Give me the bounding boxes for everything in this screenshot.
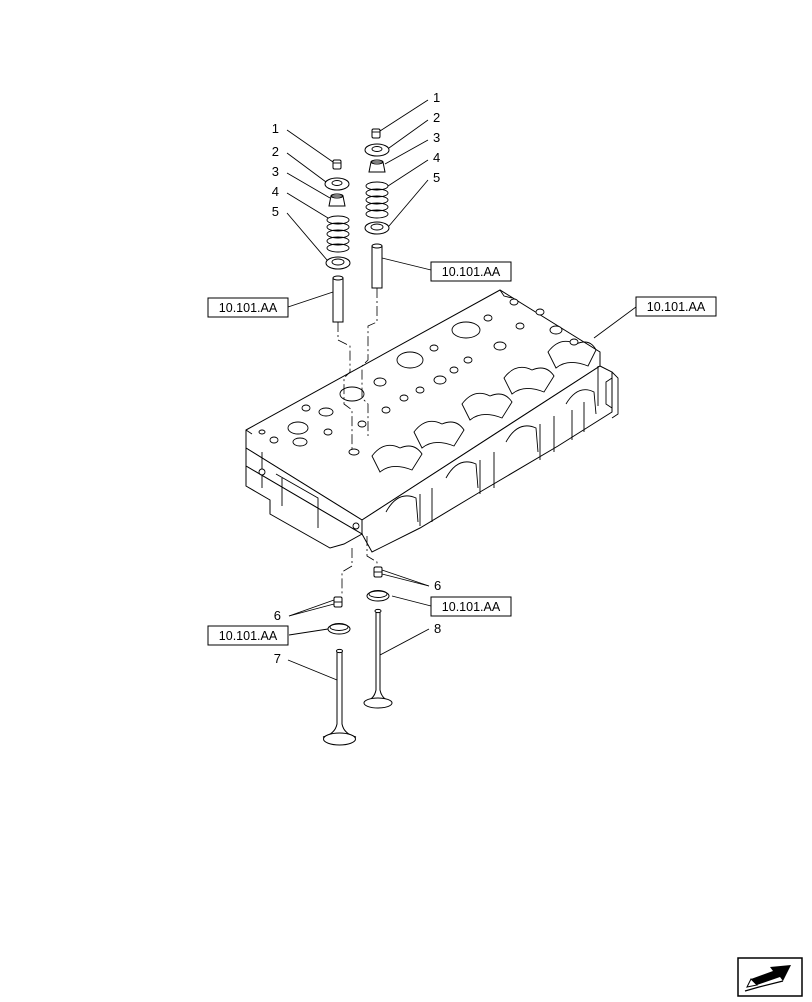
left-retainer-2 [324,177,350,191]
reference-boxes[interactable]: 10.101.AA 10.101.AA 10.101.AA 10.101.AA … [207,261,717,646]
right-keeper-1 [371,128,381,139]
left-spring-4 [326,215,350,253]
lower-left-parts [322,596,357,746]
right-lower-keeper-6 [373,566,383,578]
ref-left-guide-label: 10.101.AA [219,301,278,315]
callout-numbers: 1 2 3 4 5 1 2 3 4 5 6 6 8 7 [272,90,441,666]
cylinder-head-ports [385,389,597,526]
exhaust-valve-8 [363,608,393,709]
cylinder-head [245,289,619,553]
callout-right-1: 1 [433,90,440,105]
right-valve-seat-insert [366,590,390,602]
left-valve-spring-group [324,159,351,323]
right-retainer-2 [364,143,390,157]
callout-left-4: 4 [272,184,279,199]
leader-lines [286,99,637,681]
left-lower-keeper-6 [333,596,343,608]
callout-exhaust-valve-8: 8 [434,621,441,636]
callout-left-2: 2 [272,144,279,159]
ref-left-seat[interactable]: 10.101.AA [207,625,289,646]
ref-left-guide[interactable]: 10.101.AA [207,297,289,318]
rocker-pedestals [371,340,597,473]
callout-left-3: 3 [272,164,279,179]
ref-right-guide-label: 10.101.AA [442,265,501,279]
right-valve-guide [371,243,383,289]
next-page-button[interactable] [737,957,803,997]
ref-left-seat-label: 10.101.AA [219,629,278,643]
right-seat-5 [364,221,390,235]
left-seat-5 [325,256,351,270]
ref-right-seat[interactable]: 10.101.AA [430,596,512,617]
ref-right-seat-label: 10.101.AA [442,600,501,614]
ref-cylinder-head-label: 10.101.AA [647,300,706,314]
lower-right-parts [363,566,393,709]
right-seal-3 [368,159,386,173]
left-seal-3 [328,193,346,207]
right-spring-4 [365,181,389,219]
ref-right-guide[interactable]: 10.101.AA [430,261,512,282]
left-keeper-1 [332,159,342,170]
callout-left-1: 1 [272,121,279,136]
cylinder-head-holes [258,298,579,456]
callout-left-keeper-6: 6 [274,608,281,623]
callout-right-5: 5 [433,170,440,185]
callout-right-2: 2 [433,110,440,125]
next-page-arrow-icon [737,957,803,997]
left-valve-guide [332,275,344,323]
callout-right-keeper-6: 6 [434,578,441,593]
left-valve-seat-insert [327,623,351,635]
assembly-centerlines [337,288,378,594]
callout-right-4: 4 [433,150,440,165]
callout-intake-valve-7: 7 [274,651,281,666]
intake-valve-7 [322,648,357,746]
right-valve-spring-group [364,128,390,289]
callout-right-3: 3 [433,130,440,145]
callout-left-5: 5 [272,204,279,219]
ref-cylinder-head[interactable]: 10.101.AA [635,296,717,317]
